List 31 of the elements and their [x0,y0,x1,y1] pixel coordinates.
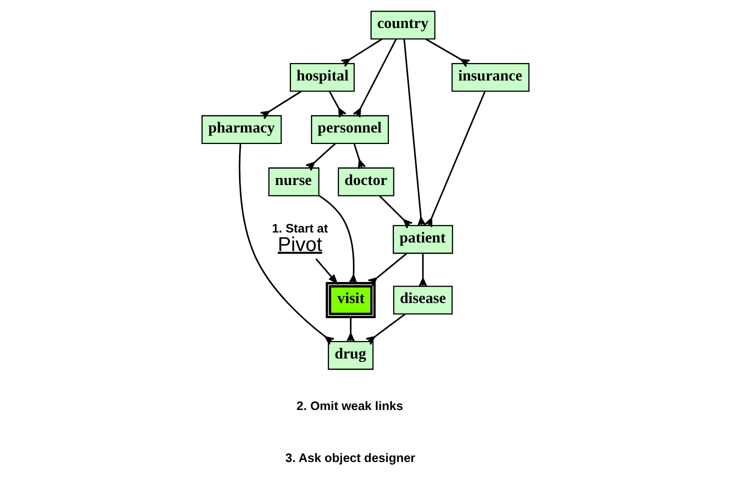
connector [366,314,406,346]
connector [340,38,382,68]
connector [260,90,302,120]
node-box: doctor [338,167,394,196]
connector [368,252,408,287]
connector [352,38,397,118]
connector [305,143,336,172]
connector [238,143,335,346]
node-box: nurse [268,167,320,196]
node-box: hospital [290,62,355,92]
label: 3. Ask object designer [285,451,416,466]
connector [346,317,355,342]
node-box: visit [326,282,376,318]
connector [403,39,426,226]
connector [418,253,428,288]
connector [353,143,366,170]
connector [328,91,346,118]
node-box: country [370,10,436,40]
node-box: patient [392,225,454,254]
label: 2. Omit weak links [296,398,404,413]
connector [425,38,470,68]
arrow [315,258,338,285]
node-box: personnel [310,115,389,144]
connector [318,194,358,284]
node-box: disease [393,286,453,315]
node-box: pharmacy [202,115,282,144]
node-text: 1. Start at Pivot [272,221,328,256]
node-box: drug [328,341,374,370]
connector [424,90,486,228]
node-box: insurance [452,62,530,92]
connector [379,195,413,229]
